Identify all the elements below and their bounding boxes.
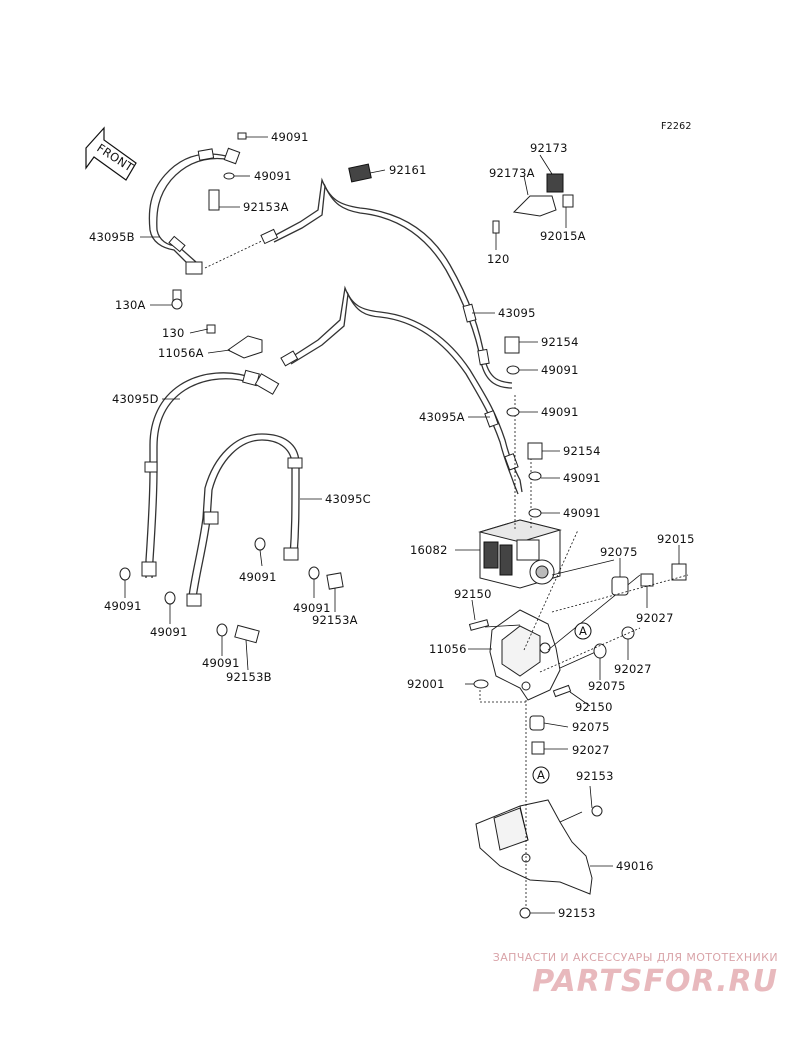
part-label-92001: 92001 <box>407 677 445 691</box>
part-label-49091: 49091 <box>239 570 277 584</box>
fasteners <box>119 132 687 919</box>
part-label-49091: 49091 <box>202 656 240 670</box>
abs-mounting-bracket <box>489 609 561 701</box>
part-label-92161: 92161 <box>389 163 427 177</box>
part-label-92027: 92027 <box>572 743 610 757</box>
svg-text:A: A <box>579 624 587 638</box>
part-label-43095a: 43095A <box>419 410 465 424</box>
part-label-92015: 92015 <box>657 532 695 546</box>
watermark: ЗАПЧАСТИ И АКСЕССУАРЫ ДЛЯ МОТОТЕХНИКИ PA… <box>493 951 778 999</box>
part-label-92154: 92154 <box>541 335 579 349</box>
abs-hydraulic-unit <box>478 519 562 589</box>
brake-pipe-43095 <box>260 177 513 389</box>
part-label-92075: 92075 <box>572 720 610 734</box>
watermark-logo: PARTSFOR.RU <box>532 964 778 999</box>
part-label-92173a: 92173A <box>489 166 535 180</box>
part-label-11056: 11056 <box>429 642 467 656</box>
part-label-49091: 49091 <box>563 471 601 485</box>
brake-pipe-43095a <box>280 285 523 495</box>
part-label-92173: 92173 <box>530 141 568 155</box>
brake-hose-43095c <box>186 433 303 607</box>
part-label-92153b: 92153B <box>226 670 272 684</box>
part-label-43095c: 43095C <box>325 492 371 506</box>
brake-hose-43095b <box>148 147 241 275</box>
part-label-92075: 92075 <box>588 679 626 693</box>
part-label-92027: 92027 <box>614 662 652 676</box>
part-label-130: 130 <box>162 326 185 340</box>
part-label-92153a: 92153A <box>312 613 358 627</box>
part-label-92027: 92027 <box>636 611 674 625</box>
leader-lines <box>124 136 680 914</box>
svg-text:A: A <box>537 768 545 782</box>
part-label-92153: 92153 <box>558 906 596 920</box>
part-label-92154: 92154 <box>563 444 601 458</box>
callout-a-upper: A <box>574 622 592 640</box>
callout-a-lower: A <box>532 766 550 784</box>
part-label-16082: 16082 <box>410 543 448 557</box>
part-label-92153: 92153 <box>576 769 614 783</box>
part-label-49091: 49091 <box>563 506 601 520</box>
part-label-120: 120 <box>487 252 510 266</box>
part-label-92075: 92075 <box>600 545 638 559</box>
part-label-92150: 92150 <box>575 700 613 714</box>
part-label-49091: 49091 <box>541 363 579 377</box>
part-label-130a: 130A <box>115 298 146 312</box>
part-label-49091: 49091 <box>150 625 188 639</box>
figure-reference: F2262 <box>661 121 692 132</box>
part-label-49091: 49091 <box>293 601 331 615</box>
front-direction-arrow: FRONT <box>85 126 137 181</box>
part-label-92015a: 92015A <box>540 229 586 243</box>
part-label-49016: 49016 <box>616 859 654 873</box>
part-label-92153a: 92153A <box>243 200 289 214</box>
part-label-43095: 43095 <box>498 306 536 320</box>
part-label-43095d: 43095D <box>112 392 159 406</box>
part-labels: 49091 49091 92153A 43095B 130A 92161 921… <box>89 130 695 920</box>
part-label-92150: 92150 <box>454 587 492 601</box>
part-label-49091: 49091 <box>271 130 309 144</box>
part-label-11056a: 11056A <box>158 346 204 360</box>
abs-cover-49016 <box>475 799 593 895</box>
brake-hose-43095d <box>141 369 280 579</box>
part-label-43095b: 43095B <box>89 230 135 244</box>
part-label-49091: 49091 <box>541 405 579 419</box>
watermark-tagline: ЗАПЧАСТИ И АКСЕССУАРЫ ДЛЯ МОТОТЕХНИКИ <box>492 951 778 964</box>
part-label-49091: 49091 <box>104 599 142 613</box>
part-label-49091: 49091 <box>254 169 292 183</box>
